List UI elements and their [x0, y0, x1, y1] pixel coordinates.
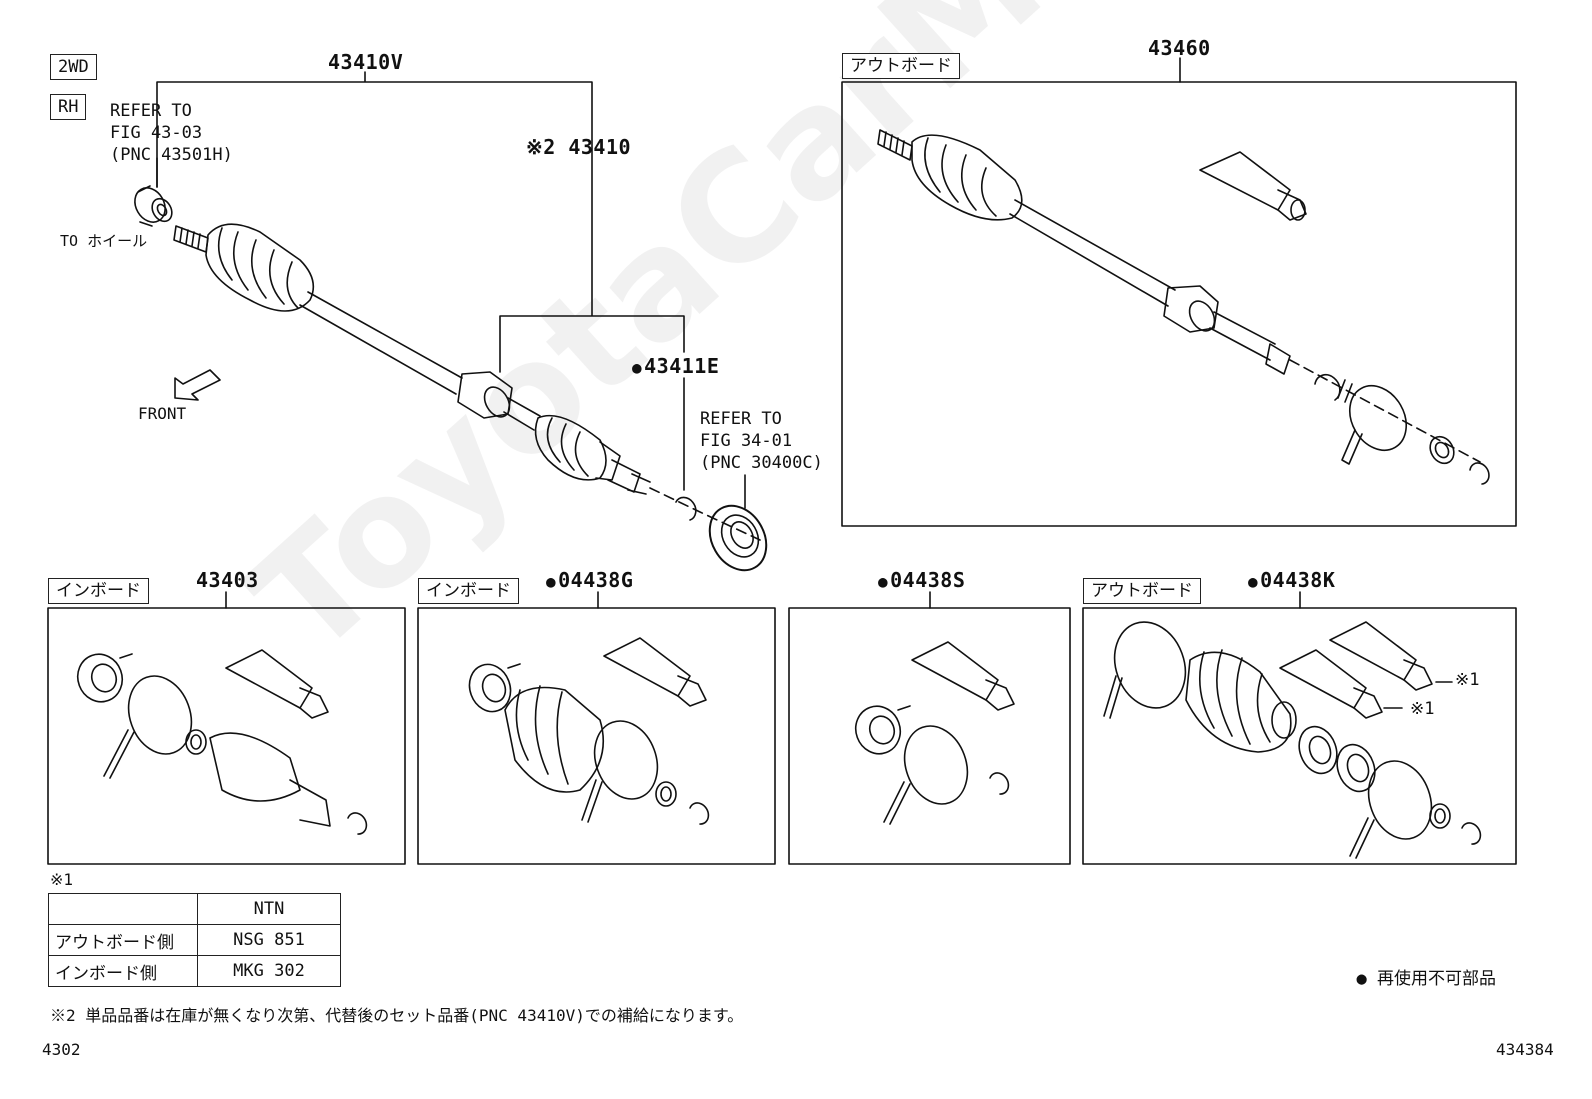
drive-tag: 2WD	[50, 54, 97, 80]
kit-43403-drawing	[76, 649, 368, 835]
table-row: NTN	[48, 893, 341, 925]
note2: ※2 単品品番は在庫が無くなり次第、代替後のセット品番(PNC 43410V)で…	[50, 1006, 744, 1025]
note1-label: ※1	[50, 870, 74, 889]
page-right: 434384	[1496, 1040, 1554, 1059]
part-43410V: 43410V	[328, 50, 404, 74]
legend-text: 再使用不可部品	[1376, 969, 1496, 989]
table-cell: インボード側	[48, 955, 198, 987]
part-43460: 43460	[1148, 36, 1211, 60]
kit-04438G-drawing	[468, 637, 710, 825]
refer-wheel-line2: FIG 43-03	[110, 123, 203, 143]
leader-lines	[156, 57, 1301, 609]
to-wheel-label: TO ホイール	[60, 232, 148, 250]
refer-wheel-line3: (PNC 43501H)	[110, 145, 233, 165]
inboard-tag-1: インボード	[48, 578, 149, 604]
hub-nut	[134, 185, 173, 227]
part-04438G: 04438G	[546, 570, 633, 590]
refer-seal-line3: (PNC 30400C)	[700, 453, 823, 473]
table-row: アウトボード側 NSG 851	[48, 924, 341, 956]
page-left: 4302	[42, 1040, 81, 1059]
legend-nonreusable: ● 再使用不可部品	[1336, 954, 1496, 989]
part-43403: 43403	[196, 568, 259, 592]
outboard-tag: アウトボード	[842, 53, 960, 79]
bullet-icon: ●	[1356, 969, 1377, 989]
front-arrow-icon	[174, 369, 221, 401]
kit-04438S-drawing	[854, 641, 1015, 825]
part-43411E: 43411E	[632, 356, 719, 376]
main-driveshaft	[134, 185, 768, 572]
part-04438S: 04438S	[878, 570, 965, 590]
refer-seal-line2: FIG 34-01	[700, 431, 793, 451]
kit-04438G-box	[417, 607, 776, 865]
inboard-tag-2: インボード	[418, 578, 519, 604]
kit-04438S-box	[788, 607, 1071, 865]
table-cell: NSG 851	[197, 924, 341, 956]
note1-mark-b: ※1	[1410, 699, 1435, 719]
grease-tube	[1199, 151, 1307, 221]
kit-04438K-box	[1082, 607, 1517, 865]
front-label: FRONT	[138, 404, 187, 423]
table-row: インボード側 MKG 302	[48, 955, 341, 987]
table-cell	[48, 893, 198, 925]
part-04438K: 04438K	[1248, 570, 1335, 590]
note1-mark-a: ※1	[1455, 670, 1480, 690]
part-43410: ※2 43410	[526, 135, 632, 159]
refer-wheel-line1: REFER TO	[110, 101, 192, 121]
refer-seal-line1: REFER TO	[700, 409, 782, 429]
table-cell: アウトボード側	[48, 924, 198, 956]
outboard-tag-2: アウトボード	[1083, 578, 1201, 604]
outboard-assembly-drawing	[877, 129, 1490, 485]
kit-43403-box	[47, 607, 406, 865]
table-header-ntn: NTN	[197, 893, 341, 925]
outboard-assembly-box	[841, 81, 1517, 527]
ntn-table: NTN アウトボード側 NSG 851 インボード側 MKG 302	[48, 893, 341, 987]
table-cell: MKG 302	[197, 955, 341, 987]
kit-04438K-drawing	[1103, 621, 1482, 859]
side-tag: RH	[50, 94, 87, 120]
